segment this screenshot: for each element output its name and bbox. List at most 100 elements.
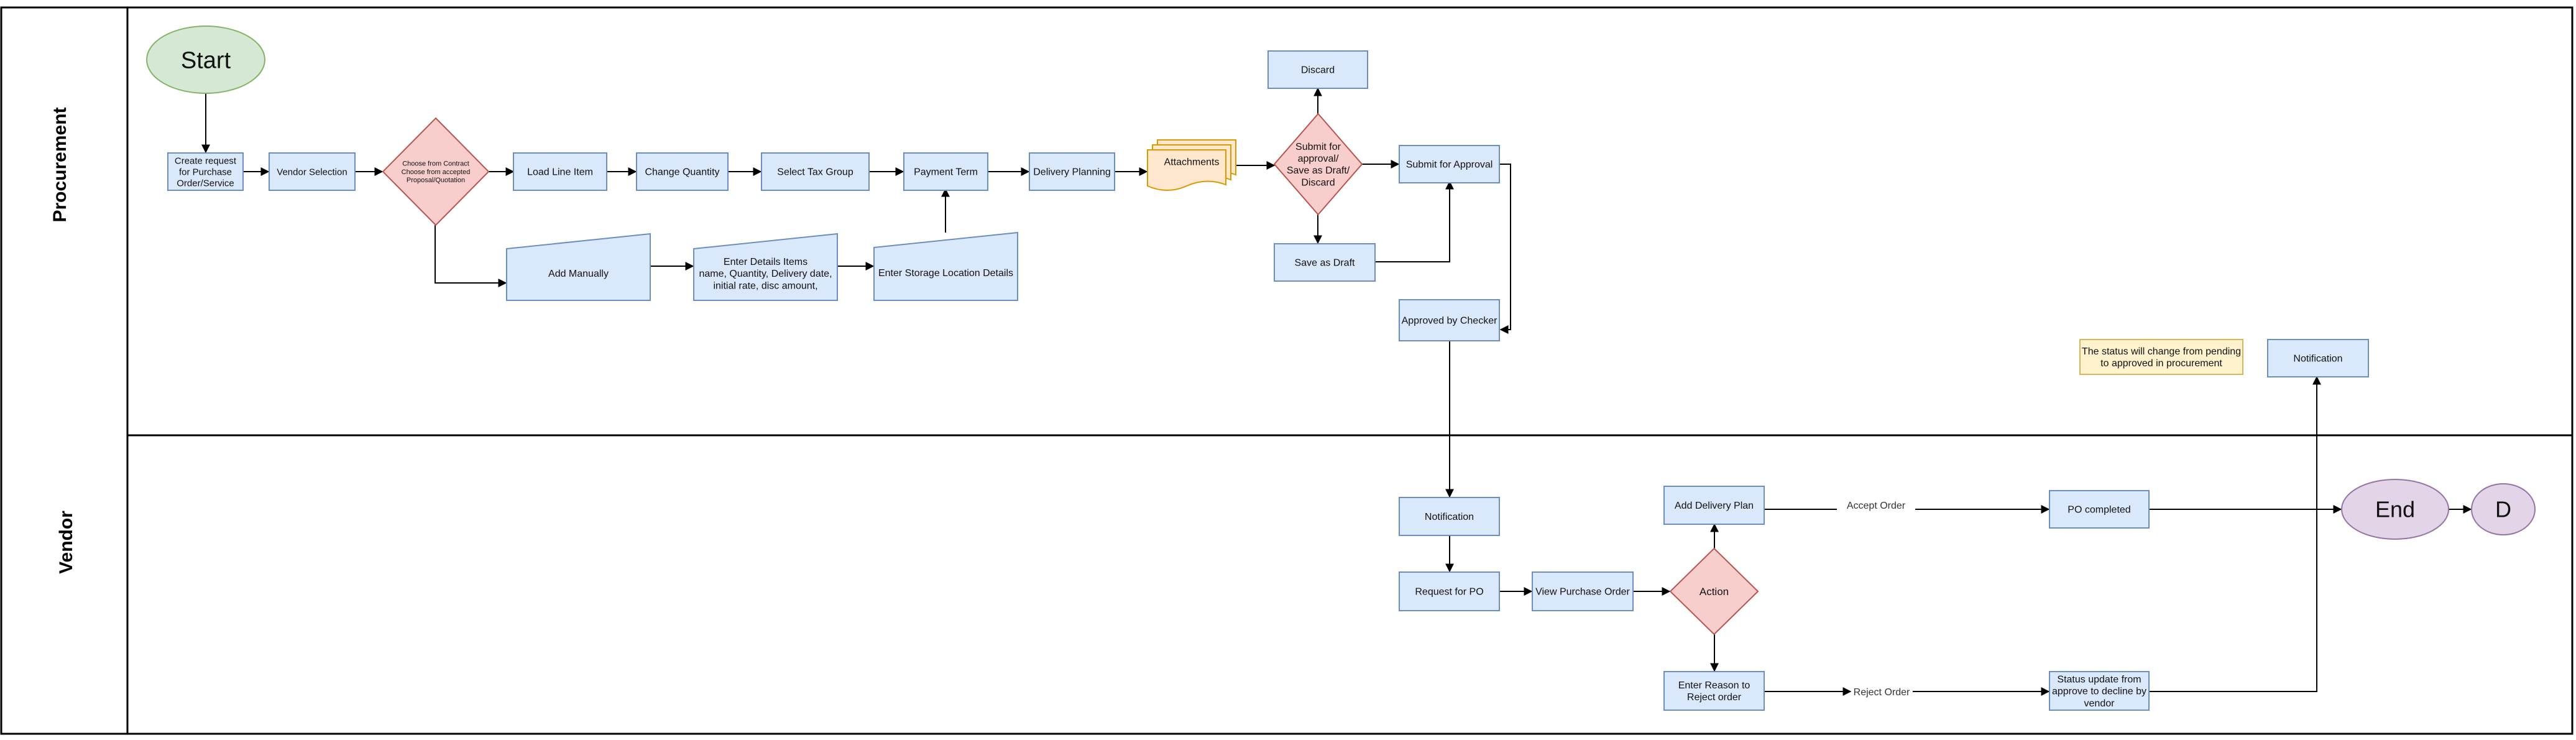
- change-quantity-label: Change Quantity: [645, 167, 719, 178]
- edge-draft-to-approval: [1375, 180, 1454, 262]
- action-label: Action: [1700, 586, 1729, 598]
- node-enter-storage: Enter Storage Location Details: [873, 231, 1018, 301]
- change-quantity-shape: [636, 152, 729, 191]
- view-purchase-order-shape: [1532, 571, 1634, 611]
- node-d-node: D: [2471, 483, 2536, 535]
- edges: [201, 87, 2472, 696]
- status-note-label-0: The status will change from pending: [2082, 346, 2241, 357]
- submit-decision-label-1: approval/: [1298, 154, 1339, 164]
- end-label: End: [2375, 497, 2415, 522]
- choose-decision-shape: [382, 117, 490, 226]
- edge-label-reject-order: Reject Order: [1854, 687, 1910, 698]
- add-manually-label: Add Manually: [548, 269, 609, 279]
- payment-term-label: Payment Term: [914, 167, 978, 178]
- select-tax-group-shape: [761, 152, 870, 191]
- node-payment-term: Payment Term: [903, 152, 988, 191]
- node-request-for-po: Request for PO: [1399, 571, 1500, 611]
- add-delivery-plan-shape: [1663, 486, 1765, 525]
- lane-header-procurement: Procurement: [50, 107, 70, 222]
- notification-top-label: Notification: [2293, 354, 2342, 364]
- enter-reason-shape: [1663, 671, 1765, 711]
- d-node-label: D: [2495, 497, 2511, 522]
- request-for-po-shape: [1399, 571, 1500, 611]
- po-completed-label: PO completed: [2068, 505, 2130, 516]
- lane-header-vendor: Vendor: [56, 511, 76, 574]
- node-submit-for-approval: Submit for Approval: [1399, 145, 1500, 183]
- node-approved-by-checker: Approved by Checker: [1399, 299, 1500, 341]
- vendor-selection-label: Vendor Selection: [277, 167, 347, 177]
- enter-details-label-0: Enter Details Items: [724, 257, 807, 267]
- d-node-shape: [2471, 483, 2536, 535]
- create-request-label-0: Create request: [175, 155, 237, 166]
- node-start: Start: [146, 25, 265, 94]
- node-load-line-item: Load Line Item: [513, 152, 607, 191]
- node-end: End: [2341, 479, 2449, 540]
- create-request-label-2: Order/Service: [177, 178, 234, 188]
- start-label: Start: [181, 47, 231, 73]
- submit-decision-label-0: Submit for: [1295, 142, 1341, 152]
- discard-shape: [1267, 50, 1368, 89]
- node-save-as-draft: Save as Draft: [1274, 243, 1376, 282]
- node-notification-top: Notification: [2267, 339, 2369, 377]
- end-shape: [2341, 479, 2449, 540]
- status-update-label-0: Status update from: [2057, 674, 2141, 685]
- enter-storage-label: Enter Storage Location Details: [878, 268, 1013, 279]
- node-discard: Discard: [1267, 50, 1368, 89]
- submit-decision-label-3: Discard: [1301, 177, 1335, 188]
- approved-by-checker-shape: [1399, 299, 1500, 341]
- view-purchase-order-label: View Purchase Order: [1535, 587, 1630, 598]
- node-po-completed: PO completed: [2049, 490, 2150, 529]
- node-delivery-planning: Delivery Planning: [1029, 152, 1115, 191]
- node-change-quantity: Change Quantity: [636, 152, 729, 191]
- choose-decision-label-2: Proposal/Quotation: [407, 177, 465, 184]
- create-request-label-1: for Purchase: [179, 167, 232, 177]
- status-update-label-1: approve to decline by: [2052, 687, 2146, 697]
- node-add-delivery-plan: Add Delivery Plan: [1663, 486, 1765, 525]
- node-view-purchase-order: View Purchase Order: [1532, 571, 1634, 611]
- lane-label-vendor: Vendor: [56, 511, 76, 574]
- node-enter-details: Enter Details Items name, Quantity, Deliv…: [693, 233, 838, 301]
- submit-decision-shape: [1273, 113, 1363, 216]
- status-update-shape: [2049, 671, 2150, 711]
- save-as-draft-label: Save as Draft: [1295, 258, 1355, 269]
- add-delivery-plan-label: Add Delivery Plan: [1675, 501, 1754, 511]
- create-request-shape: [167, 152, 244, 191]
- edge-approval-to-checker: [1499, 164, 1511, 334]
- discard-label: Discard: [1301, 65, 1335, 76]
- payment-term-shape: [903, 152, 988, 191]
- edge-status-to-notification: [2149, 376, 2321, 692]
- submit-decision-label-2: Save as Draft/: [1287, 165, 1350, 176]
- delivery-planning-shape: [1029, 152, 1115, 191]
- node-attachments: Attachments: [1147, 139, 1236, 191]
- submit-for-approval-shape: [1399, 145, 1500, 183]
- attachments-label: Attachments: [1164, 157, 1220, 168]
- node-select-tax-group: Select Tax Group: [761, 152, 870, 191]
- status-note-label-1: to approved in procurement: [2100, 358, 2222, 369]
- node-action: Action: [1669, 547, 1759, 636]
- notification-vendor-label: Notification: [1425, 512, 1474, 522]
- node-submit-decision: Submit for approval/Save as Draft/Discard: [1273, 113, 1363, 216]
- submit-for-approval-label: Submit for Approval: [1406, 160, 1493, 170]
- enter-details-label-2: initial rate, disc amount,: [713, 280, 817, 291]
- choose-decision-label-1: Choose from accepted: [402, 169, 471, 176]
- notification-vendor-shape: [1399, 497, 1500, 536]
- action-shape: [1669, 547, 1759, 636]
- enter-details-label-1: name, Quantity, Delivery date,: [699, 269, 832, 279]
- select-tax-group-label: Select Tax Group: [777, 167, 853, 178]
- edge-label-accept-order: Accept Order: [1847, 501, 1906, 511]
- attachments-shape-0: [1147, 149, 1226, 191]
- add-manually-shape: [506, 233, 651, 301]
- load-line-item-shape: [513, 152, 607, 191]
- enter-reason-label-0: Enter Reason to: [1678, 680, 1750, 691]
- node-add-manually: Add Manually: [506, 233, 651, 301]
- node-notification-vendor: Notification: [1399, 497, 1500, 536]
- enter-details-shape: [693, 233, 838, 301]
- lane-label-procurement: Procurement: [50, 107, 70, 222]
- node-vendor-selection: Vendor Selection: [269, 152, 356, 191]
